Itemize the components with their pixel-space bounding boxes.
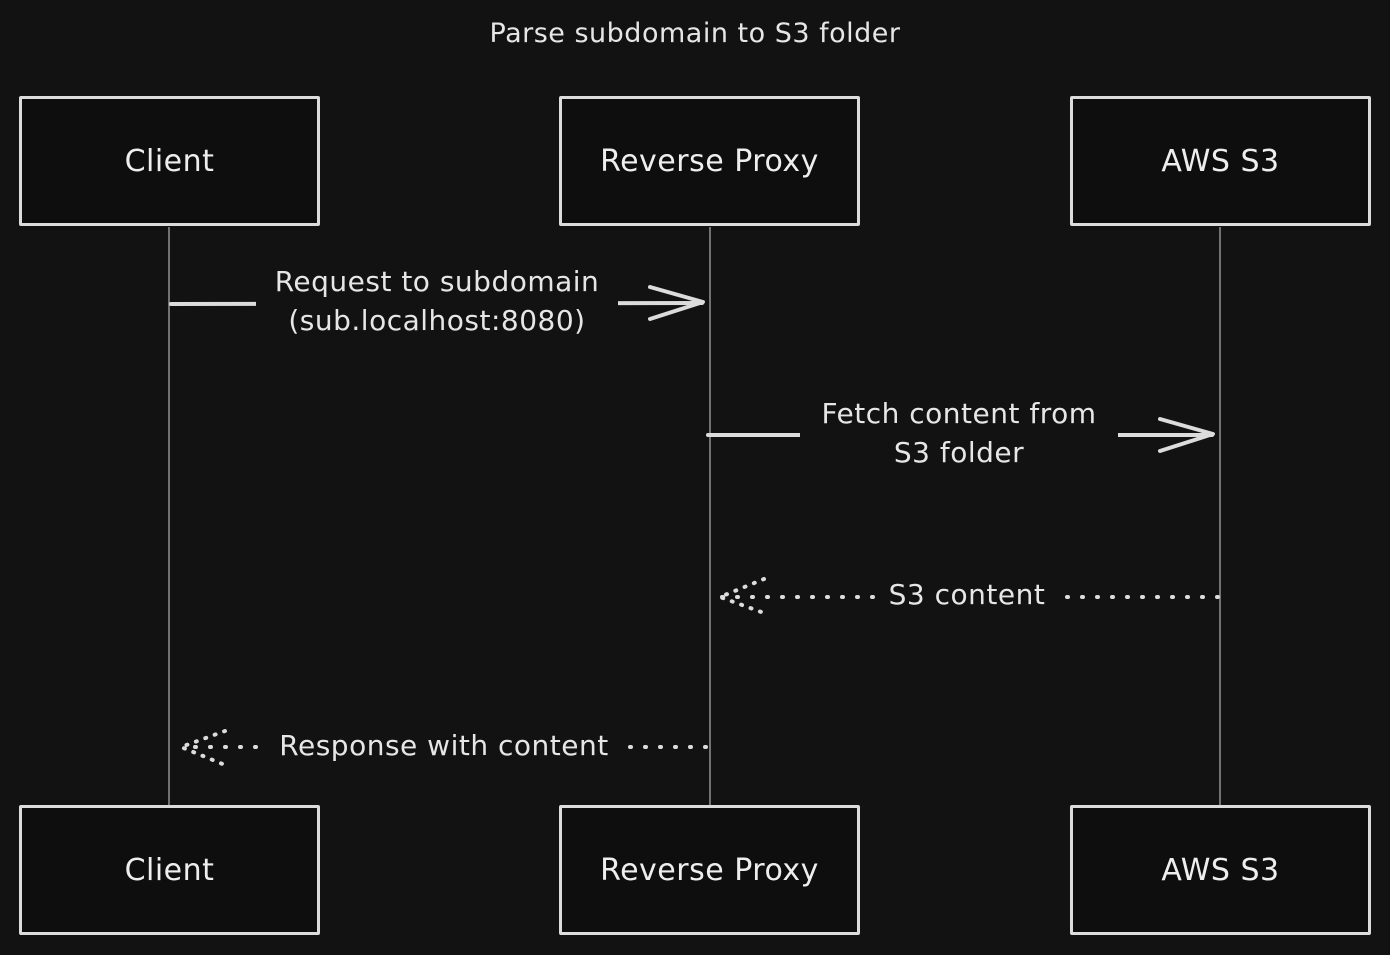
actor-client-top: Client — [19, 96, 320, 226]
message-1-label-line-1: Request to subdomain — [274, 265, 600, 298]
message-2-label-line-1: Fetch content from — [821, 397, 1097, 430]
message-4-label: Response with content — [266, 726, 622, 765]
message-2-arrowhead — [1158, 417, 1215, 453]
message-2-label-line-2: S3 folder — [893, 436, 1025, 469]
actor-s3-bottom: AWS S3 — [1070, 805, 1371, 935]
message-4-arrowhead — [175, 729, 227, 767]
message-3-label-line-1: S3 content — [888, 578, 1046, 611]
message-1-arrowhead — [648, 285, 705, 321]
actor-s3-top: AWS S3 — [1070, 96, 1371, 226]
message-4-label-line-1: Response with content — [279, 729, 609, 762]
actor-proxy-bottom: Reverse Proxy — [559, 805, 860, 935]
message-1-label-line-2: (sub.localhost:8080) — [288, 304, 586, 337]
actor-proxy-top: Reverse Proxy — [559, 96, 860, 226]
message-3-arrowhead — [714, 577, 766, 615]
diagram-title: Parse subdomain to S3 folder — [489, 18, 901, 49]
actor-client-bottom: Client — [19, 805, 320, 935]
message-1-label: Request to subdomain (sub.localhost:8080… — [256, 262, 618, 340]
message-2-label: Fetch content from S3 folder — [800, 394, 1118, 472]
message-3-label: S3 content — [877, 575, 1057, 614]
